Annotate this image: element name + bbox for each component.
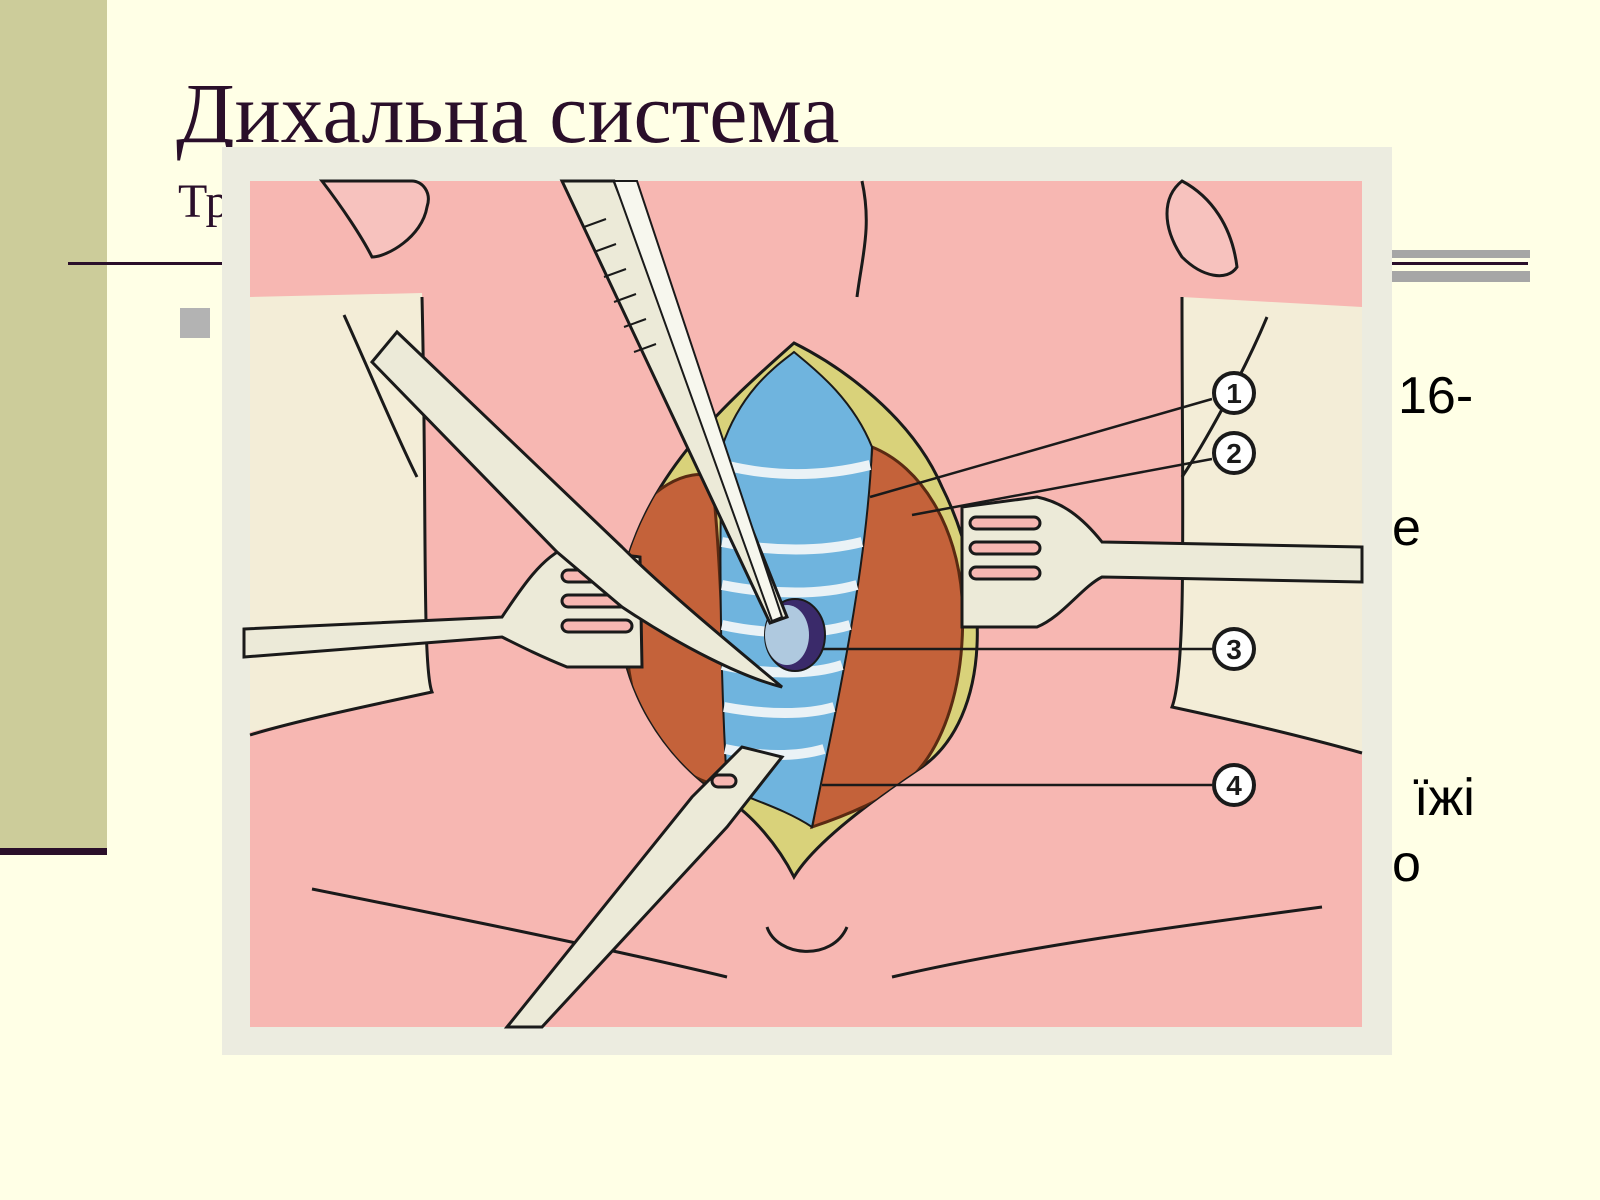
left-ear	[318, 179, 430, 259]
body-text-fragment: 16-	[1398, 367, 1474, 425]
slide-title: Дихальна система	[176, 65, 840, 161]
callout-label: 4	[1226, 770, 1242, 801]
title-divider-accent-bottom	[1390, 271, 1530, 282]
body-text-fragment: о	[1392, 835, 1421, 893]
retractor-bottom	[503, 745, 785, 1029]
right-ear	[1165, 179, 1239, 278]
body-outlines	[249, 180, 1363, 979]
callout-leaders	[822, 397, 1214, 787]
callout-marker: 4	[1212, 763, 1256, 807]
title-divider-accent-top	[1390, 250, 1530, 258]
callout-marker: 1	[1212, 371, 1256, 415]
body-text-fragment: е	[1392, 499, 1421, 557]
side-accent-bar	[0, 0, 107, 855]
callout-label: 2	[1226, 438, 1242, 469]
forceps	[559, 179, 789, 625]
callout-marker: 2	[1212, 431, 1256, 475]
slide-subtitle: Тр	[178, 175, 230, 228]
body-text-fragment: їжі	[1414, 769, 1475, 827]
side-accent-line	[0, 848, 107, 855]
callout-label: 1	[1226, 378, 1242, 409]
callout-marker: 3	[1212, 627, 1256, 671]
right-shoulder-bg	[1172, 297, 1362, 752]
bullet-square-icon	[180, 308, 210, 338]
retractor-right	[960, 495, 1364, 629]
tracheostomy-illustration: 1 2 3 4	[222, 147, 1392, 1055]
scalpel	[369, 329, 783, 689]
callout-label: 3	[1226, 634, 1242, 665]
